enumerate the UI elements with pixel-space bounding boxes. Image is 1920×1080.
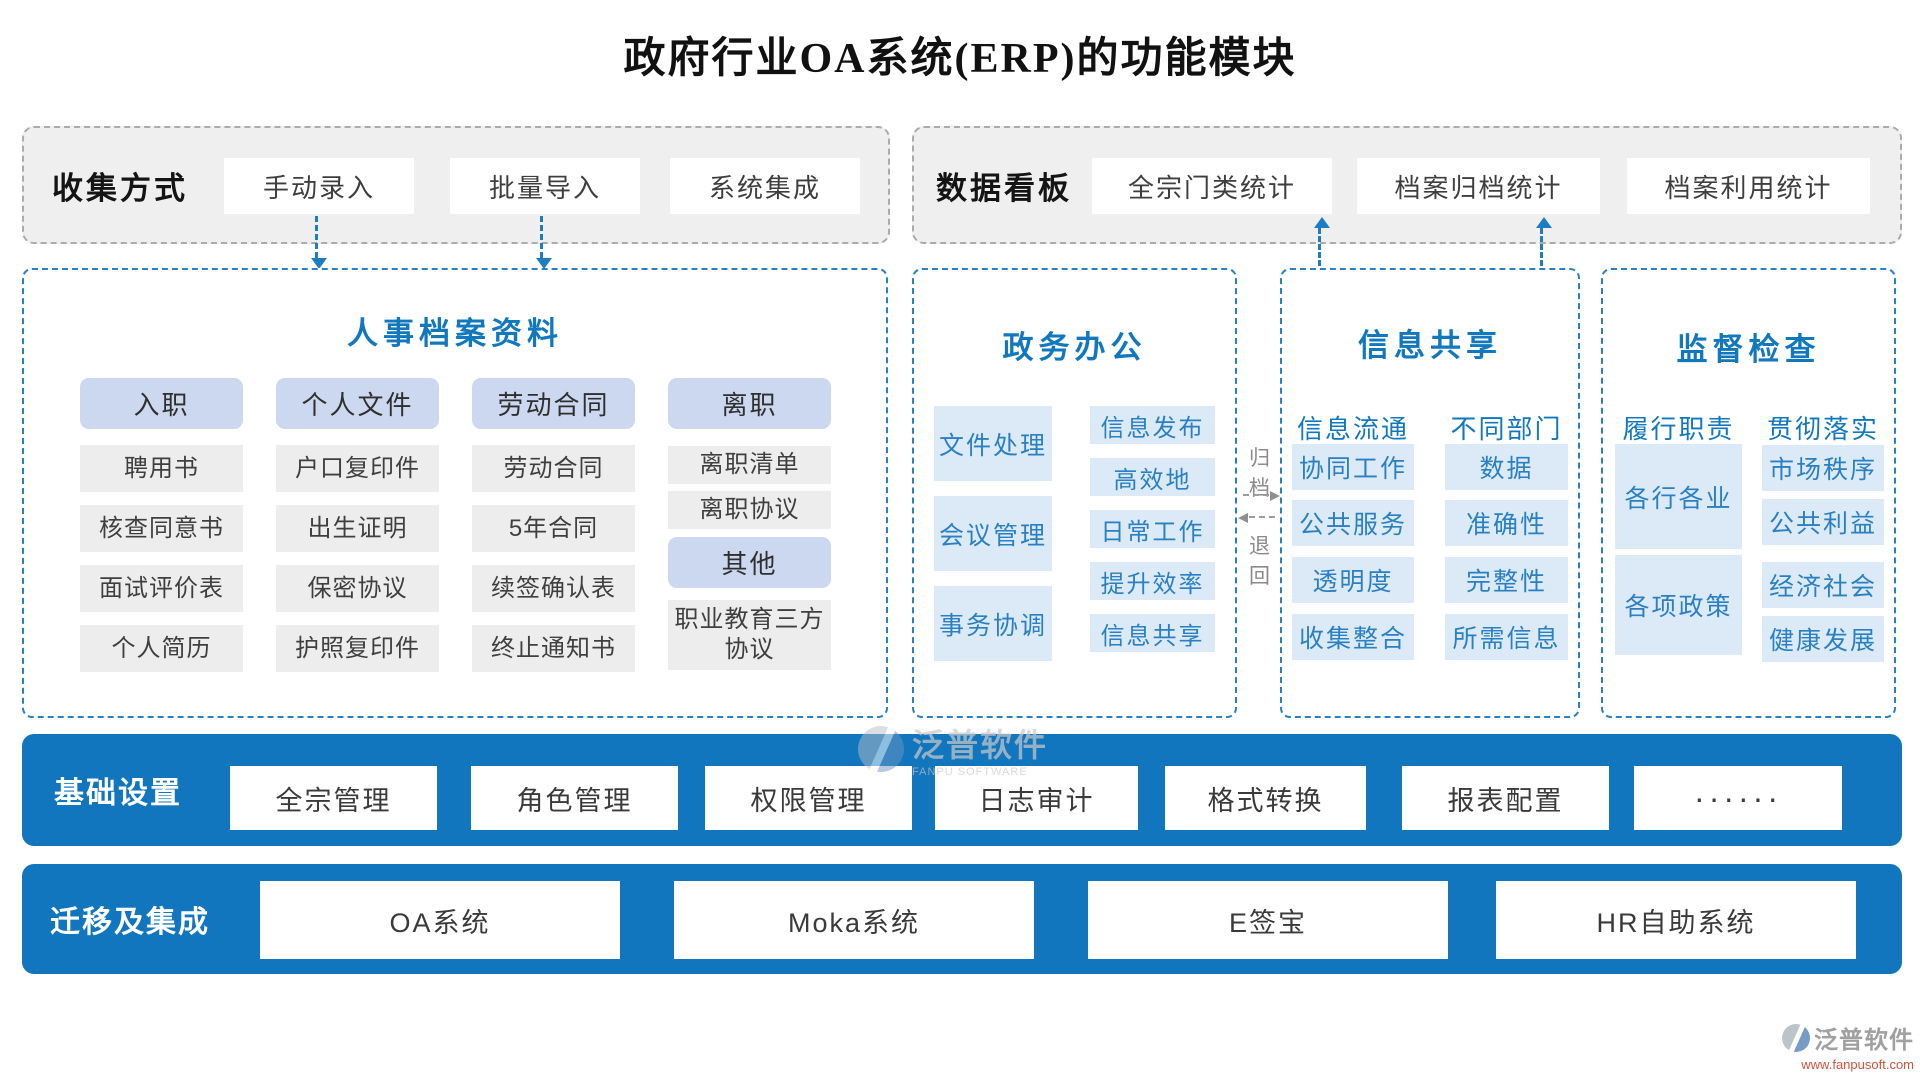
- flow-arrow-up-icon: [1536, 217, 1552, 266]
- fanpu-logo-icon: [858, 726, 904, 772]
- personnel-item: 续签确认表: [472, 565, 635, 612]
- info-share-item: 协同工作: [1292, 444, 1414, 490]
- gov-office-title: 政务办公: [1002, 330, 1147, 365]
- base-setting-item: 报表配置: [1402, 766, 1609, 830]
- personnel-item: 劳动合同: [472, 445, 635, 492]
- personnel-item: 核查同意书: [80, 505, 243, 552]
- personnel-item: 5年合同: [472, 505, 635, 552]
- gov-office-item: 日常工作: [1090, 510, 1215, 548]
- integration-item: HR自助系统: [1496, 881, 1856, 959]
- personnel-item: 离职协议: [668, 491, 831, 529]
- personnel-item: 保密协议: [276, 565, 439, 612]
- data-dashboard-panel: 数据看板 全宗门类统计 档案归档统计 档案利用统计: [912, 126, 1902, 244]
- integration-item: E签宝: [1088, 881, 1448, 959]
- supervision-item: 健康发展: [1762, 616, 1884, 662]
- base-settings-bar: 基础设置 全宗管理 角色管理 权限管理 日志审计 格式转换 报表配置 ·····…: [22, 734, 1902, 846]
- onboarding-header: 入职: [80, 378, 243, 429]
- supervision-item: 市场秩序: [1762, 445, 1884, 491]
- personnel-archive-box: 人事档案资料 入职 聘用书 核查同意书 面试评价表 个人简历 个人文件 户口复印…: [22, 268, 888, 718]
- supervision-title: 监督检查: [1676, 332, 1821, 367]
- integration-item: OA系统: [260, 881, 620, 959]
- migration-integration-label: 迁移及集成: [50, 906, 210, 939]
- gov-office-item: 高效地: [1090, 458, 1215, 496]
- gov-office-item: 文件处理: [934, 406, 1052, 481]
- resignation-header: 离职: [668, 378, 831, 429]
- base-setting-item: 日志审计: [935, 766, 1138, 830]
- gov-office-item: 信息共享: [1090, 614, 1215, 652]
- integration-item: Moka系统: [674, 881, 1034, 959]
- personnel-item: 面试评价表: [80, 565, 243, 612]
- watermark-brand-en: FANPU SOFTWARE: [912, 766, 1028, 778]
- info-flow-header: 信息流通: [1296, 414, 1409, 444]
- info-share-item: 所需信息: [1445, 614, 1568, 660]
- gov-office-item: 事务协调: [934, 586, 1052, 661]
- supervision-box: 监督检查 履行职责 贯彻落实 各行各业 各项政策 市场秩序 公共利益 经济社会 …: [1601, 268, 1896, 718]
- return-label: 退回: [1249, 535, 1271, 588]
- watermark-center: 泛普软件 FANPU SOFTWARE: [858, 720, 1048, 778]
- base-setting-item: 全宗管理: [230, 766, 437, 830]
- watermark-url: www.fanpusoft.com: [1801, 1057, 1914, 1072]
- info-share-title: 信息共享: [1358, 328, 1502, 363]
- data-dashboard-label: 数据看板: [936, 170, 1072, 206]
- node-archive-usage-stats: 档案利用统计: [1627, 158, 1870, 214]
- gov-office-box: 政务办公 文件处理 会议管理 事务协调 信息发布 高效地 日常工作 提升效率 信…: [912, 268, 1237, 718]
- fanpu-logo-icon: [1782, 1023, 1810, 1052]
- node-fond-category-stats: 全宗门类统计: [1092, 158, 1332, 214]
- migration-integration-bar: 迁移及集成 OA系统 Moka系统 E签宝 HR自助系统: [22, 864, 1902, 974]
- info-share-item: 收集整合: [1292, 614, 1414, 660]
- personnel-item: 职业教育三方协议: [668, 600, 831, 670]
- flow-arrow-down-icon: [311, 216, 327, 269]
- personnel-item: 终止通知书: [472, 625, 635, 672]
- personnel-item: 护照复印件: [276, 625, 439, 672]
- diff-dept-header: 不同部门: [1450, 414, 1563, 444]
- duty-header: 履行职责: [1622, 414, 1735, 444]
- archive-return-connector: 归档 退回: [1238, 442, 1281, 588]
- flow-arrow-down-icon: [536, 216, 552, 269]
- personal-files-header: 个人文件: [276, 378, 439, 429]
- watermark-bottom-right: 泛普软件 www.fanpusoft.com: [1782, 1020, 1914, 1072]
- supervision-item: 各行各业: [1615, 444, 1742, 549]
- gov-office-item: 提升效率: [1090, 562, 1215, 600]
- other-header: 其他: [668, 537, 831, 588]
- base-setting-item: 权限管理: [705, 766, 912, 830]
- personnel-archive-title: 人事档案资料: [347, 316, 563, 351]
- base-setting-item-more: ······: [1634, 766, 1842, 830]
- base-setting-item: 格式转换: [1165, 766, 1366, 830]
- info-share-item: 公共服务: [1292, 500, 1414, 546]
- return-arrow-left-icon: [1238, 513, 1275, 523]
- info-share-item: 透明度: [1292, 557, 1414, 603]
- watermark-brand: 泛普软件: [912, 727, 1049, 763]
- page-title: 政府行业OA系统(ERP)的功能模块: [623, 36, 1297, 82]
- implement-header: 贯彻落实: [1766, 414, 1879, 444]
- personnel-item: 离职清单: [668, 446, 831, 484]
- personnel-item: 个人简历: [80, 625, 243, 672]
- collect-methods-panel: 收集方式 手动录入 批量导入 系统集成: [22, 126, 890, 244]
- labor-contract-header: 劳动合同: [472, 378, 635, 429]
- info-share-box: 信息共享 信息流通 不同部门 协同工作 公共服务 透明度 收集整合 数据 准确性…: [1280, 268, 1580, 718]
- info-share-item: 准确性: [1445, 500, 1568, 546]
- info-share-item: 完整性: [1445, 557, 1568, 603]
- personnel-item: 出生证明: [276, 505, 439, 552]
- supervision-item: 各项政策: [1615, 555, 1742, 655]
- node-batch-import: 批量导入: [450, 158, 640, 214]
- gov-office-item: 信息发布: [1090, 406, 1215, 444]
- base-settings-label: 基础设置: [54, 777, 182, 810]
- personnel-item: 户口复印件: [276, 445, 439, 492]
- collect-methods-label: 收集方式: [52, 170, 188, 206]
- base-setting-item: 角色管理: [471, 766, 678, 830]
- archive-arrow-right-icon: [1243, 491, 1280, 501]
- personnel-item: 聘用书: [80, 445, 243, 492]
- supervision-item: 经济社会: [1762, 562, 1884, 608]
- gov-office-item: 会议管理: [934, 496, 1052, 571]
- info-share-item: 数据: [1445, 444, 1568, 490]
- supervision-item: 公共利益: [1762, 499, 1884, 545]
- node-manual-entry: 手动录入: [224, 158, 414, 214]
- flow-arrow-up-icon: [1314, 217, 1330, 266]
- node-archive-filing-stats: 档案归档统计: [1357, 158, 1600, 214]
- node-system-integration: 系统集成: [670, 158, 860, 214]
- watermark-brand: 泛普软件: [1814, 1027, 1914, 1054]
